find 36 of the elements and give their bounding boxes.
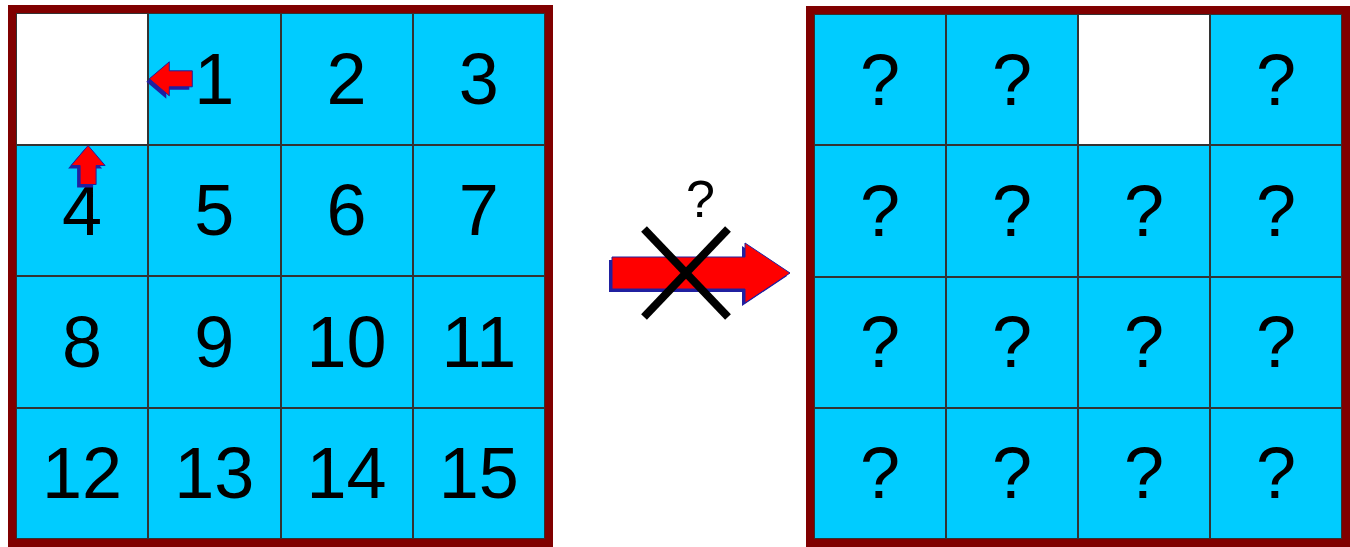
puzzle-tile: 9 [148,276,281,408]
puzzle-tile: ? [946,276,1078,408]
puzzle-tile: ? [1210,14,1342,146]
puzzle-board [806,6,1350,547]
puzzle-tile: ? [1078,145,1210,277]
puzzle-tile: ? [814,276,946,408]
puzzle-tile: ? [814,14,946,146]
puzzle-tile: 5 [148,144,281,276]
puzzle-tile: 2 [280,13,413,145]
puzzle-tile: ? [1078,407,1210,539]
puzzle-tile: 10 [280,276,413,408]
edge-label: ? [686,173,715,225]
puzzle-tile: ? [946,145,1078,277]
puzzle-tile: 4 [16,144,149,276]
puzzle-tile: 6 [280,144,413,276]
block-arrow [146,61,193,99]
puzzle-tile: ? [946,14,1078,146]
puzzle-tile: 8 [16,276,149,408]
puzzle-board [8,5,553,547]
puzzle-tile: 11 [412,276,545,408]
puzzle-tile: 1 [148,13,281,145]
puzzle-tile: ? [946,407,1078,539]
puzzle-tile: ? [814,145,946,277]
puzzle-tile: 3 [412,13,545,145]
puzzle-tile: 7 [412,144,545,276]
puzzle-tile: ? [1210,145,1342,277]
puzzle-tile: ? [1078,276,1210,408]
puzzle-tile: 13 [148,407,281,539]
block-arrow [68,145,106,188]
puzzle-tile: 14 [280,407,413,539]
puzzle-tile: ? [1210,407,1342,539]
puzzle-tile: ? [814,407,946,539]
puzzle-tile: 12 [16,407,149,539]
puzzle-tile: ? [1210,276,1342,408]
block-arrow [609,242,791,306]
puzzle-tile: 15 [412,407,545,539]
